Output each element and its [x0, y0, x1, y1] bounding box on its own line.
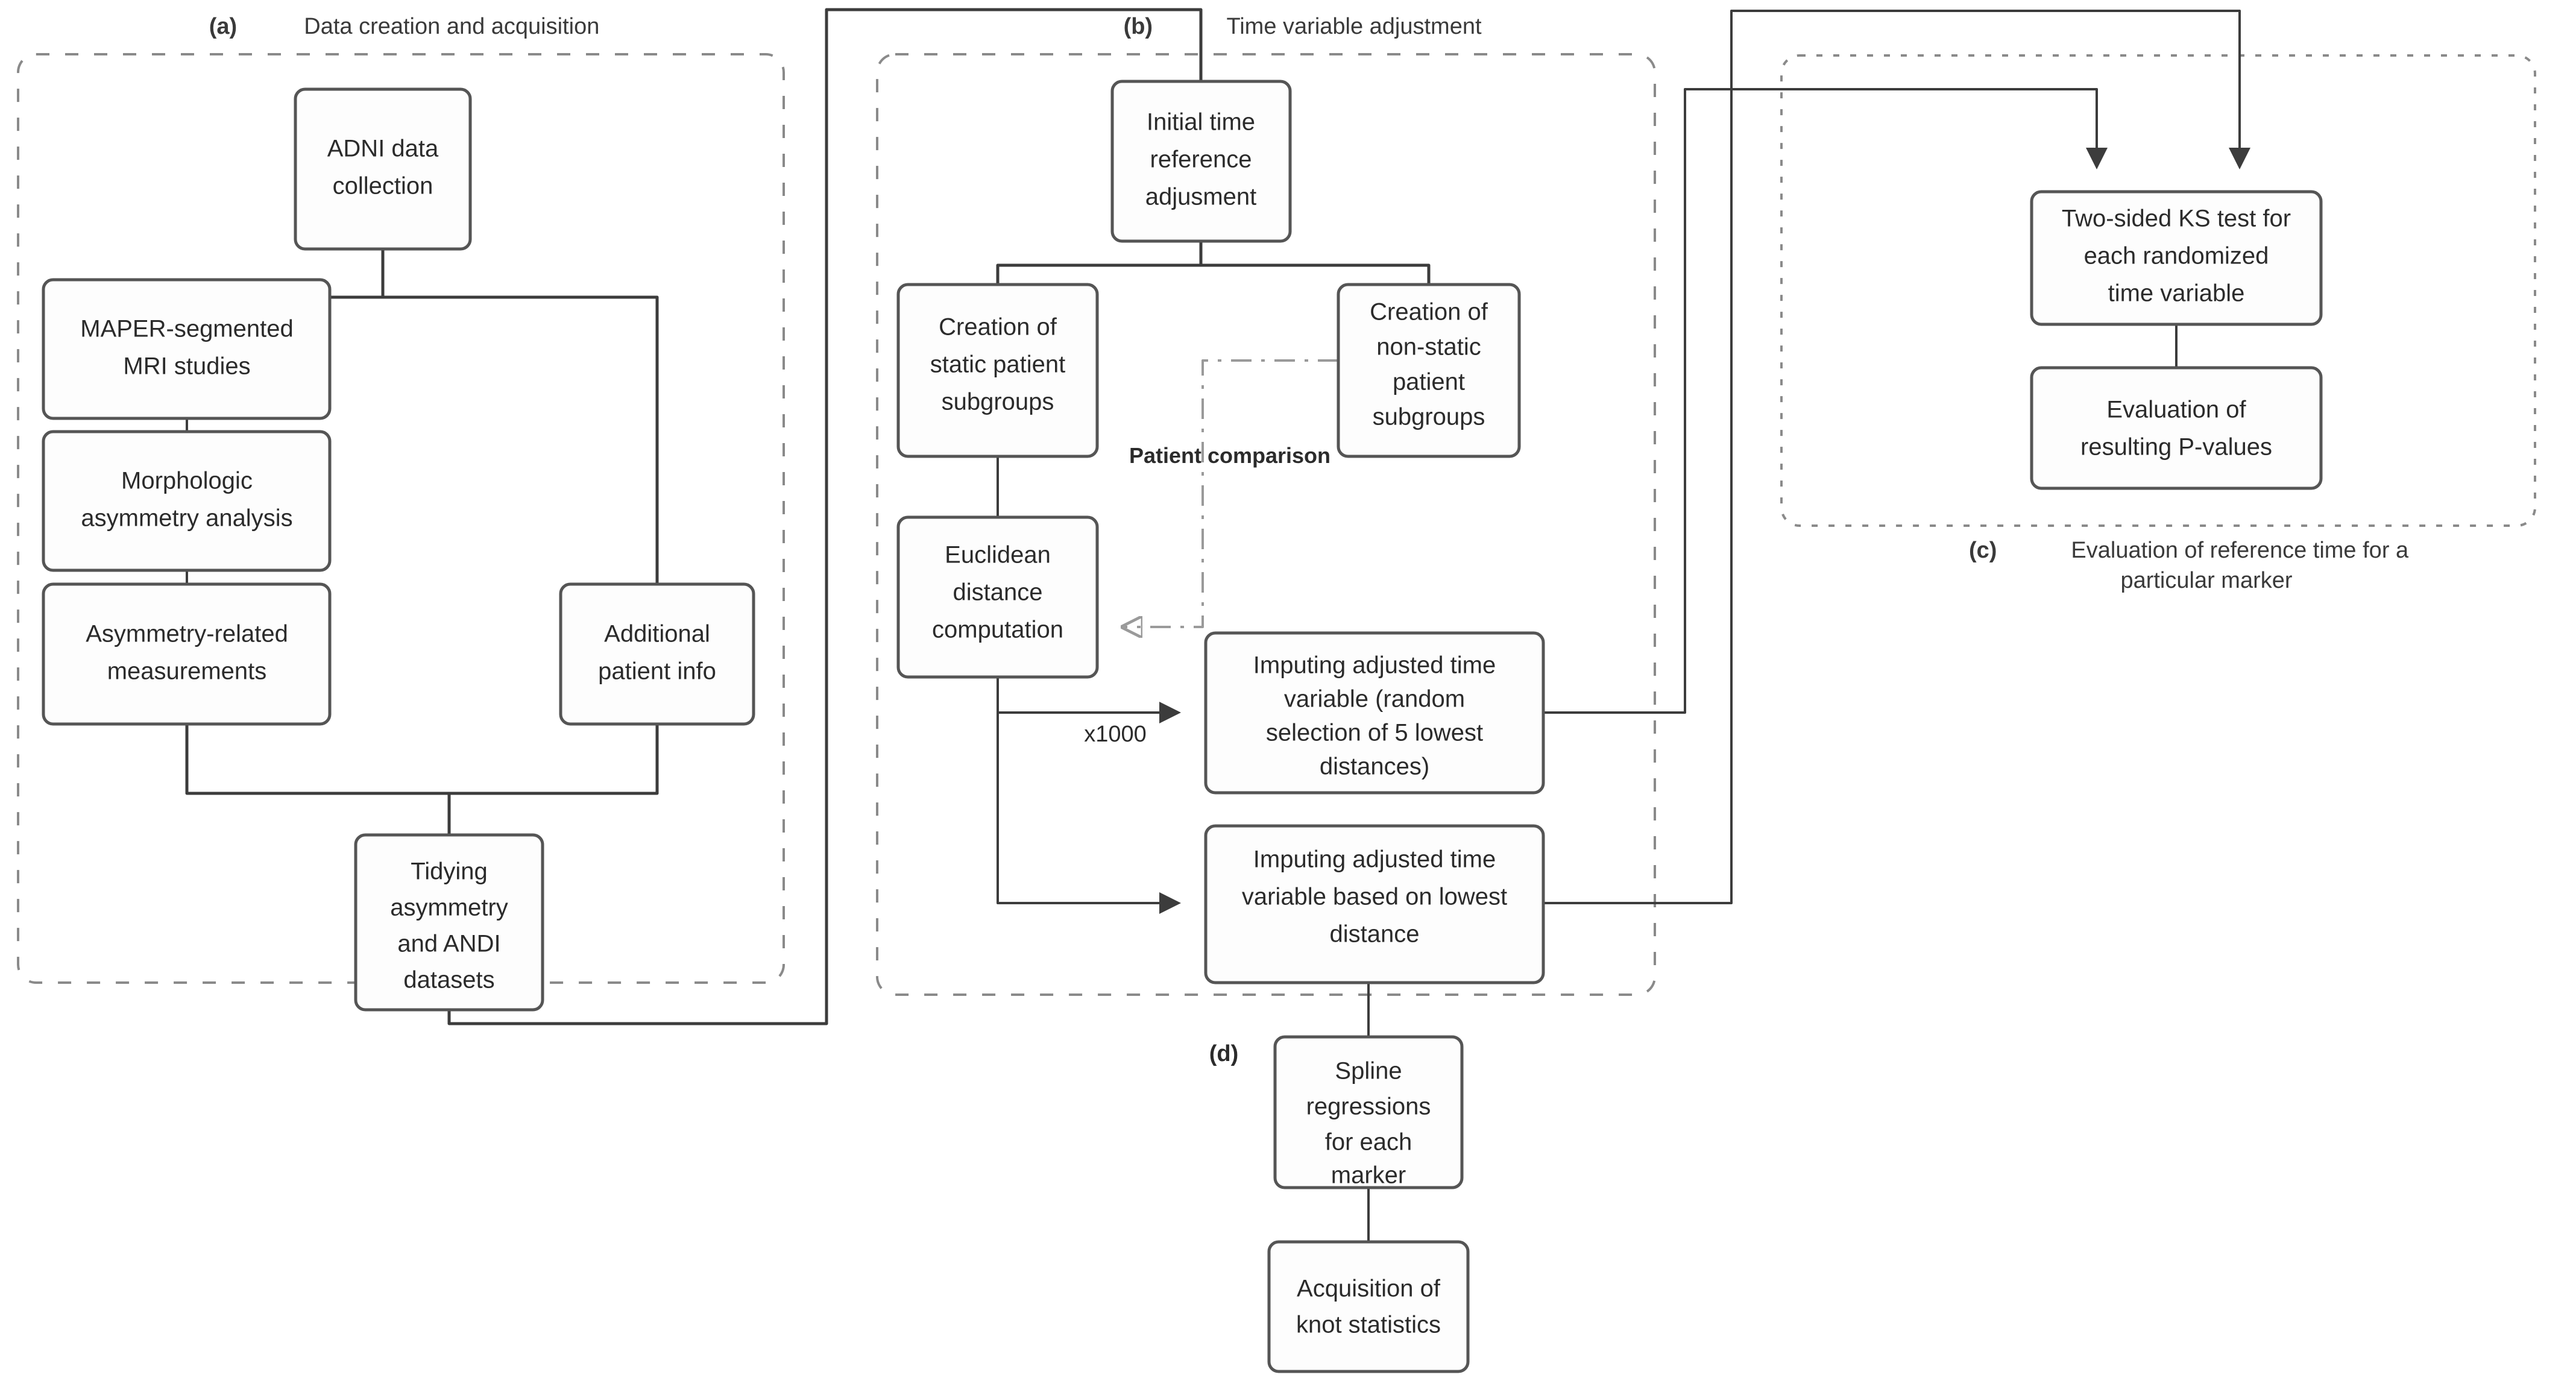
edge-euclid-to-imputelow	[997, 677, 1181, 914]
node-spline-line-0: Spline	[1335, 1058, 1402, 1085]
node-knot-line-0: Acquisition of	[1297, 1276, 1441, 1302]
node-asymmetry-related-measurements[interactable]: Asymmetry-related measurements	[42, 582, 332, 726]
node-knot-line-1: knot statistics	[1296, 1312, 1441, 1338]
node-two-sided-ks-test[interactable]: Two-sided KS test for each randomized ti…	[2030, 190, 2323, 326]
edge-imputerand-to-kstest	[1543, 88, 2108, 714]
node-euclid-line-2: computation	[932, 617, 1063, 643]
node-nonstatic-line-0: Creation of	[1370, 299, 1488, 326]
node-euclid-line-1: distance	[953, 579, 1043, 606]
group-caption-b-text: Time variable adjustment	[1226, 14, 1482, 39]
node-asym-line-1: measurements	[107, 658, 267, 685]
edge-adni-to-addinfo	[381, 249, 671, 617]
node-addinfo-line-1: patient info	[598, 658, 716, 685]
node-imputing-adjusted-time-variable-random[interactable]: Imputing adjusted time variable (random …	[1204, 631, 1545, 795]
node-addinfo-line-0: Additional	[604, 621, 710, 647]
node-staticsub-line-0: Creation of	[939, 314, 1057, 341]
node-initialtime-line-1: reference	[1150, 146, 1252, 173]
node-morphologic-asymmetry-analysis[interactable]: Morphologic asymmetry analysis	[42, 430, 332, 572]
node-spline-line-2: for each	[1325, 1129, 1412, 1156]
node-euclid-line-0: Euclidean	[945, 542, 1051, 568]
edge-imputelow-to-kstest	[1543, 10, 2250, 904]
node-spline-line-1: regressions	[1306, 1094, 1431, 1120]
node-morph-line-0: Morphologic	[121, 468, 253, 494]
node-asym-line-0: Asymmetry-related	[86, 621, 288, 647]
node-additional-patient-info[interactable]: Additional patient info	[559, 582, 755, 726]
group-tag-b: (b)	[1124, 14, 1153, 39]
node-tidying-asymmetry-and-andi-datasets[interactable]: Tidying asymmetry and ANDI datasets	[354, 833, 544, 1012]
edge-nonstatic-to-euclid	[1124, 359, 1338, 627]
node-initialtime-line-0: Initial time	[1147, 109, 1255, 136]
node-adni-data-collection[interactable]: ADNI data collection	[294, 87, 472, 251]
node-adni-line-0: ADNI data	[327, 136, 439, 162]
group-captions: (a) Data creation and acquisition (b) Ti…	[152, 14, 2453, 1066]
node-kstest-line-1: each randomized	[2084, 243, 2269, 269]
node-tidying-line-3: datasets	[403, 967, 494, 993]
node-imputelow-line-0: Imputing adjusted time	[1253, 846, 1496, 873]
node-staticsub-line-1: static patient	[930, 351, 1066, 378]
node-initial-time-reference-adjusment[interactable]: Initial time reference adjusment	[1110, 80, 1292, 243]
node-adni-line-1: collection	[333, 173, 433, 200]
node-imputerand-line-1: variable (random	[1284, 686, 1465, 713]
node-maper-line-1: MRI studies	[123, 353, 250, 380]
node-tidying-line-2: and ANDI	[397, 931, 500, 957]
node-nonstatic-line-3: subgroups	[1373, 404, 1485, 430]
node-imputerand-line-3: distances)	[1320, 754, 1429, 780]
group-caption-a-text: Data creation and acquisition	[304, 14, 599, 39]
node-imputelow-line-1: variable based on lowest	[1242, 884, 1507, 910]
node-tidying-line-0: Tidying	[411, 858, 487, 885]
node-creation-of-non-static-patient-subgroups[interactable]: Creation of non-static patient subgroups	[1337, 283, 1521, 458]
node-imputelow-line-2: distance	[1330, 921, 1420, 948]
node-kstest-line-2: time variable	[2108, 280, 2245, 307]
node-nonstatic-line-2: patient	[1393, 369, 1465, 395]
node-imputerand-line-2: selection of 5 lowest	[1266, 720, 1483, 746]
node-pvalues-line-0: Evaluation of	[2106, 397, 2246, 423]
edge-label-patient-comparison: Patient comparison	[1129, 443, 1331, 468]
node-pvalues-line-1: resulting P-values	[2080, 434, 2272, 461]
node-acquisition-of-knot-statistics[interactable]: Acquisition of knot statistics	[1267, 1240, 1470, 1373]
node-evaluation-of-resulting-p-values[interactable]: Evaluation of resulting P-values	[2030, 366, 2323, 490]
group-tag-a: (a)	[209, 14, 237, 39]
edge-addinfo-to-tidying	[435, 724, 659, 867]
node-maper-line-0: MAPER-segmented	[80, 316, 293, 342]
group-caption-b: (b) Time variable adjustment	[1066, 14, 1526, 39]
node-spline-regressions-for-each-marker[interactable]: Spline regressions for each marker	[1273, 1035, 1464, 1189]
group-caption-a: (a) Data creation and acquisition	[152, 14, 644, 39]
edge-label-x1000: x1000	[1084, 722, 1147, 747]
group-frame-b	[876, 53, 1656, 996]
node-creation-of-static-patient-subgroups[interactable]: Creation of static patient subgroups	[896, 283, 1099, 458]
edge-tidying-to-initialtime	[447, 8, 1215, 1025]
node-spline-line-3: marker	[1331, 1162, 1406, 1189]
panel-tag-d: (d)	[1209, 1041, 1239, 1066]
group-frames	[17, 53, 2536, 996]
node-imputing-adjusted-time-variable-lowest[interactable]: Imputing adjusted time variable based on…	[1204, 824, 1545, 984]
node-staticsub-line-2: subgroups	[942, 389, 1054, 415]
edge-labels: x1000 Patient comparison	[1084, 443, 1331, 747]
node-kstest-line-0: Two-sided KS test for	[2062, 206, 2291, 232]
node-maper-segmented-mri-studies[interactable]: MAPER-segmented MRI studies	[42, 278, 332, 420]
group-caption-c-line2: particular marker	[2120, 568, 2292, 593]
node-initialtime-line-2: adjusment	[1145, 184, 1257, 210]
edge-euclid-to-imputerand	[997, 677, 1181, 723]
group-frame-c	[1780, 54, 2536, 527]
node-euclidean-distance-computation[interactable]: Euclidean distance computation	[896, 515, 1099, 679]
node-morph-line-1: asymmetry analysis	[81, 505, 292, 532]
group-tag-c: (c)	[1969, 538, 1997, 563]
node-imputerand-line-0: Imputing adjusted time	[1253, 652, 1496, 679]
group-caption-c-line1: Evaluation of reference time for a	[2071, 538, 2409, 563]
node-tidying-line-1: asymmetry	[390, 895, 508, 921]
node-layer: ADNI data collection MAPER-segmented MRI…	[42, 80, 2323, 1373]
node-nonstatic-line-1: non-static	[1376, 334, 1481, 361]
group-caption-c: (c) Evaluation of reference time for a	[1912, 538, 2453, 563]
